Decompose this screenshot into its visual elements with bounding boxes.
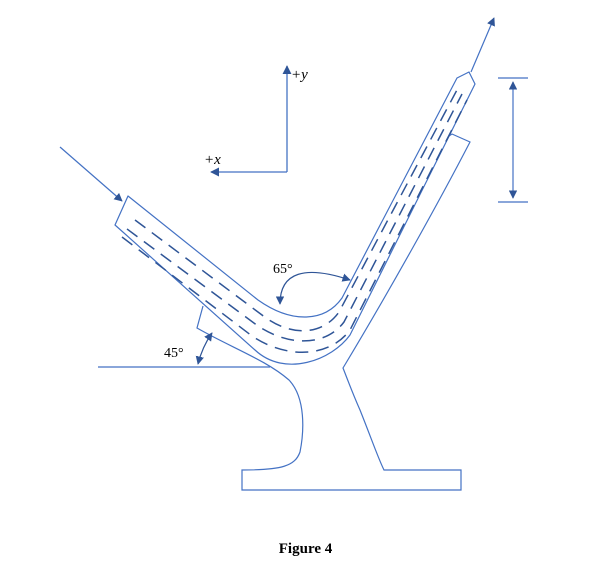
y-axis-label: +y bbox=[291, 67, 308, 83]
figure-caption: Figure 4 bbox=[278, 541, 333, 557]
height-dimension bbox=[498, 77, 528, 203]
inlet-flow-arrow bbox=[59, 146, 123, 202]
x-axis-label: +x bbox=[204, 152, 221, 168]
incline-angle-arc bbox=[195, 332, 213, 365]
bend-angle-label: 65° bbox=[273, 262, 293, 277]
coordinate-axes: +y +x bbox=[204, 65, 308, 177]
outlet-flow-arrow bbox=[470, 17, 495, 73]
bent-tube bbox=[114, 71, 476, 365]
incline-angle-label: 45° bbox=[164, 346, 184, 361]
support-stand bbox=[196, 133, 471, 491]
bend-angle-arc bbox=[275, 271, 351, 305]
flow-streamlines bbox=[121, 87, 468, 354]
